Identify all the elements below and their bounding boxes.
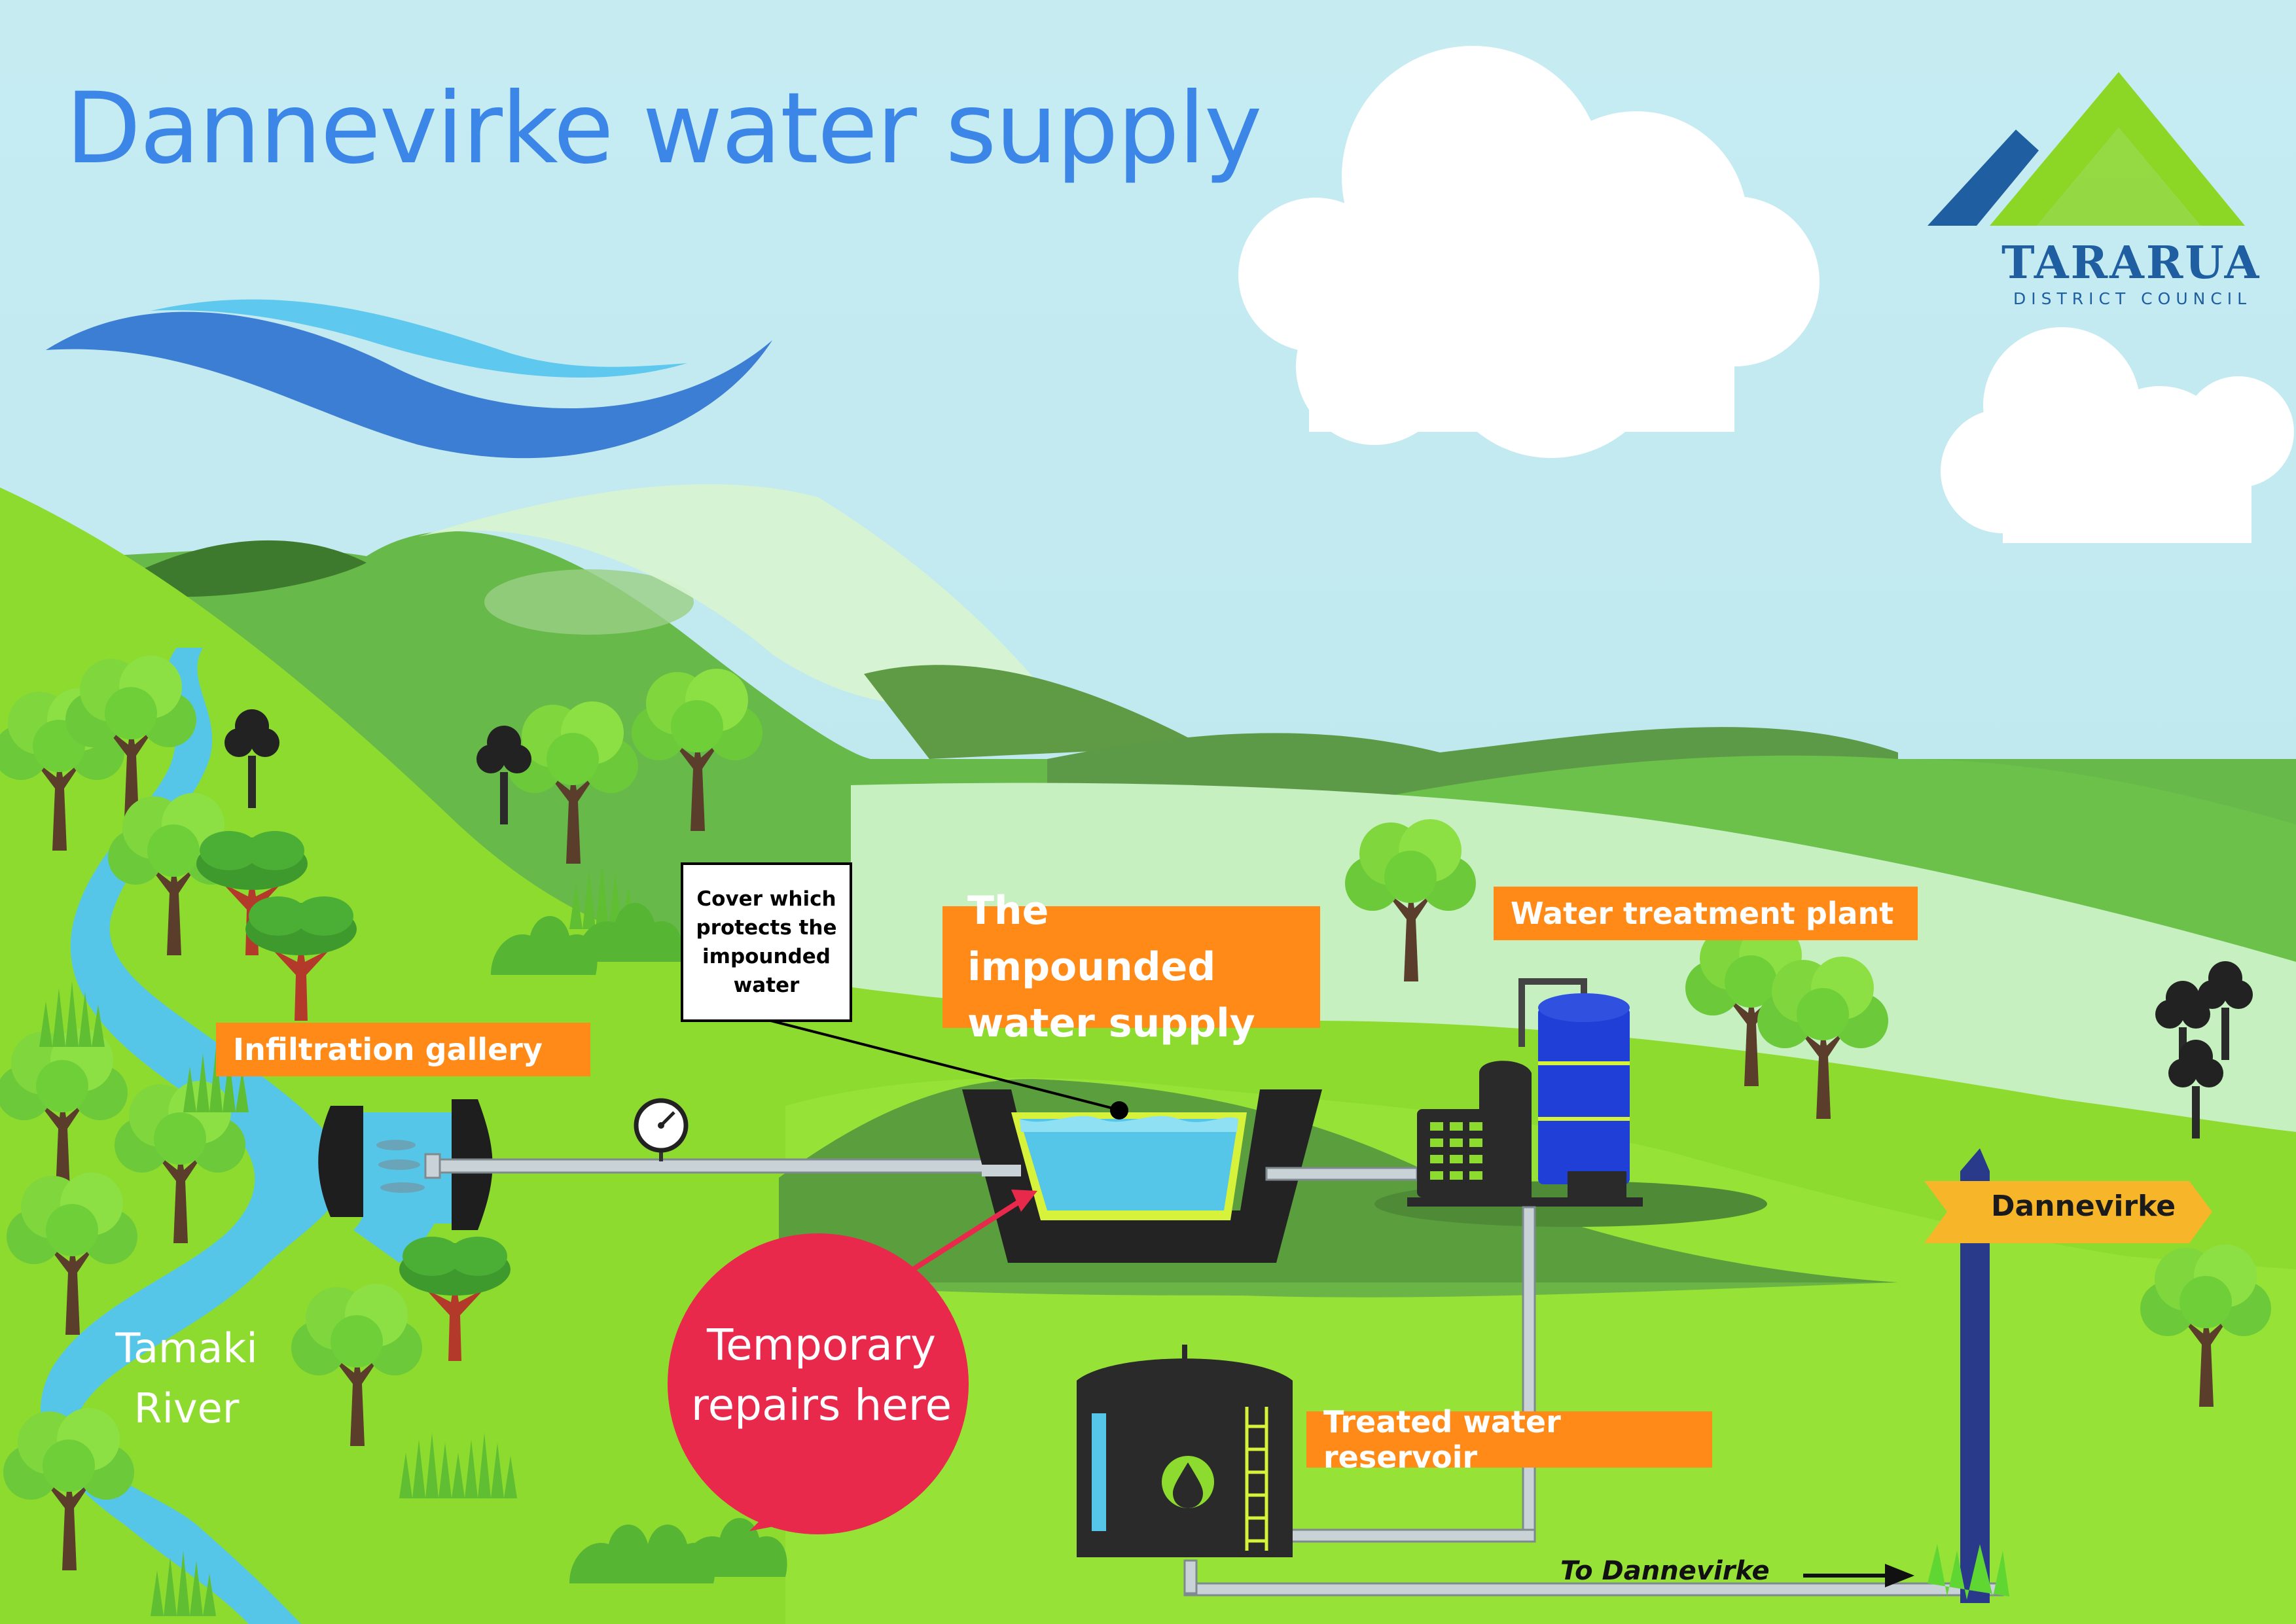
label-reservoir: Treated water reservoir: [1306, 1404, 1712, 1475]
page-title: Dannevirke water supply: [65, 72, 1263, 186]
outlet-pipe: [1265, 1167, 1418, 1181]
water-drop-icon: [1162, 1456, 1214, 1508]
sign-board: [1924, 1181, 2212, 1243]
logo-subtitle: DISTRICT COUNCIL: [2013, 289, 2252, 308]
label-cover-note: Cover which protects the impounded water: [681, 862, 852, 1022]
label-impounded-supply: The impounded water supply: [942, 888, 1320, 1046]
impoundment-basin: [962, 1089, 1322, 1263]
logo-name: TARARUA: [2001, 237, 2261, 289]
water-treatment-plant: [1374, 978, 1767, 1227]
arrow-icon: [1803, 1564, 1914, 1587]
dannevirke-signpost: [1928, 1148, 2009, 1603]
tararua-logo-icon: [1928, 72, 2245, 226]
cover-pointer-line: [765, 1018, 1117, 1110]
pressure-gauge-icon: [634, 1098, 689, 1153]
sign-label: Dannevirke: [1991, 1190, 2176, 1223]
repairs-callout: [668, 1190, 1037, 1534]
label-infiltration-gallery: Infiltration gallery: [216, 1023, 590, 1076]
label-river: Tamaki River: [115, 1324, 258, 1432]
label-to-town: To Dannevirke: [1560, 1556, 1770, 1586]
wave-swoosh-icon: [46, 299, 772, 459]
cloud-small-icon: [1941, 327, 2294, 543]
label-temporary-repairs: Temporary repairs here: [691, 1320, 952, 1430]
treated-water-reservoir: [1077, 1345, 1293, 1557]
cloud-icon: [1238, 46, 1820, 458]
label-treatment-plant: Water treatment plant: [1494, 887, 1918, 940]
tamaki-river: [41, 648, 347, 1624]
